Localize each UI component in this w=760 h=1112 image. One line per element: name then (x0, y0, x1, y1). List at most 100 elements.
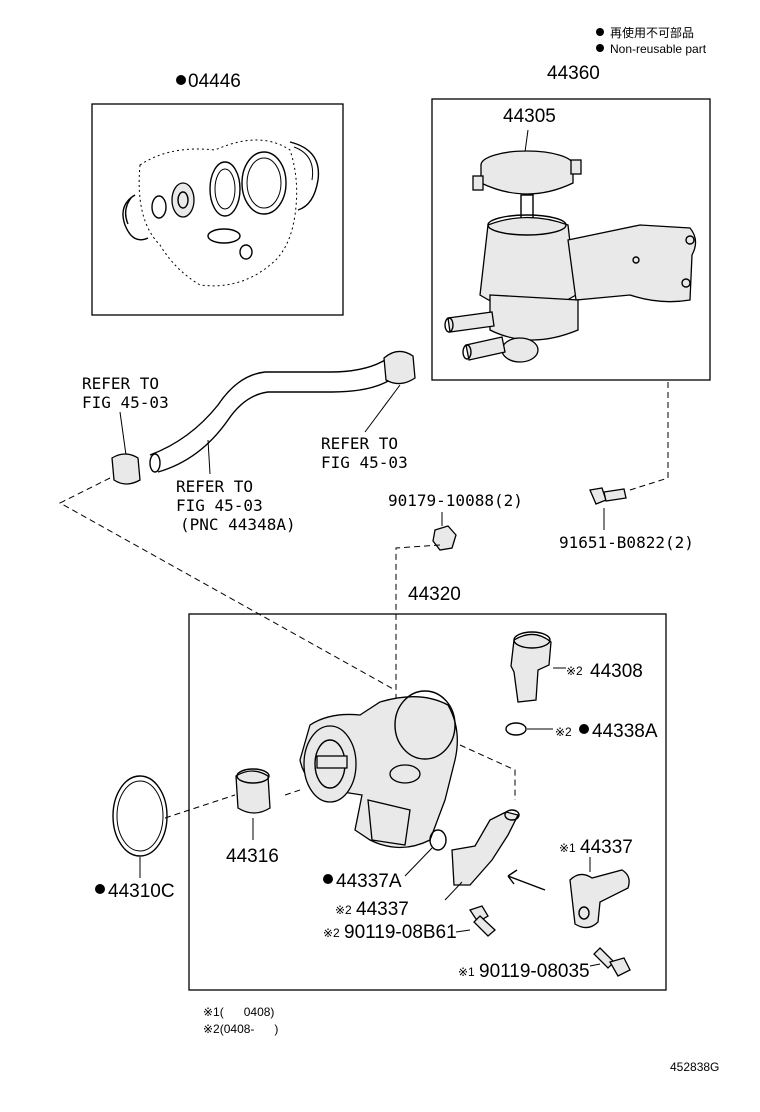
non-reusable-dot-icon (579, 724, 589, 734)
non-reusable-dot-icon (596, 28, 604, 36)
union-a-prefix: ※1 (559, 841, 576, 855)
bolt-b-prefix: ※2 (323, 926, 340, 940)
refer-left-leader (119, 411, 127, 456)
reservoir-bracket (567, 224, 697, 303)
tank-rim (487, 214, 567, 236)
part-label-44337-b[interactable]: 44337 (356, 899, 409, 920)
reservoir-box (431, 98, 711, 381)
union-pipe (451, 811, 519, 886)
refer-right-line1[interactable]: REFER TO (321, 434, 398, 453)
reservoir-outlet (501, 337, 539, 363)
bolt-b-shank (473, 915, 496, 937)
bracket-hole-icon (685, 235, 695, 245)
part-label-44337a[interactable]: 44337A (336, 871, 402, 892)
part-label-44338a[interactable]: 44338A (592, 721, 658, 742)
part-label-44310c[interactable]: 44310C (108, 881, 175, 902)
pump-port (389, 764, 421, 784)
reservoir-pipe-upper (447, 311, 495, 333)
dash-line-left (58, 477, 396, 691)
gasket-kit-group: 04446 (91, 71, 344, 316)
refer-mid-line1[interactable]: REFER TO (176, 477, 253, 496)
dash-line-valve (284, 789, 301, 796)
bolt-top-icon (589, 487, 607, 505)
non-reusable-dot-icon (95, 884, 105, 894)
oring2-leader (404, 847, 433, 877)
pump-box (188, 613, 667, 991)
reservoir-pipe-lower (465, 336, 506, 361)
oil-seal-inner (177, 191, 189, 209)
part-label-44316[interactable]: 44316 (226, 846, 279, 867)
small-oring (151, 195, 167, 219)
cap-tab-left (472, 175, 484, 191)
pump-mount-lug (367, 799, 411, 846)
bolt-a-prefix: ※1 (458, 965, 475, 979)
hose-end-left (149, 453, 161, 473)
oring-medium (209, 161, 241, 217)
part-label-90119-08b61[interactable]: 90119-08B61 (344, 922, 457, 943)
cap-tab-right (570, 159, 582, 175)
oil-seal (171, 182, 195, 218)
bolt-top-shank (603, 488, 627, 502)
pulley-nut-face (236, 768, 270, 784)
reservoir-cap-body (480, 165, 574, 195)
snap-ring-left (122, 194, 149, 241)
bolt-b-leader (455, 929, 471, 933)
return-hose (149, 359, 386, 456)
part-label-44360[interactable]: 44360 (547, 63, 600, 84)
union-b-leader (444, 881, 463, 901)
footnotes: ※1( 0408) ※2(0408- ) 452838G (203, 1005, 719, 1074)
refer-mid-line3[interactable]: (PNC 44348A) (180, 515, 296, 534)
bolt-a-head (609, 957, 631, 977)
refer-left-line2[interactable]: FIG 45-03 (82, 393, 169, 412)
union-fitting-hole (578, 906, 590, 920)
return-hose-outline (157, 379, 391, 473)
direction-arrow-icon (507, 869, 546, 891)
refer-right-line2[interactable]: FIG 45-03 (321, 453, 408, 472)
oring-large (241, 151, 287, 215)
reservoir-group: 44360 44305 (431, 63, 711, 381)
hose-group: REFER TO FIG 45-03 REFER TO FIG 45-03 RE… (82, 350, 416, 534)
dash-line-nut (395, 544, 441, 700)
kit-background-silhouette (138, 139, 298, 287)
oring-44338a (505, 722, 527, 736)
relief-valve-top (513, 631, 551, 649)
part-label-04446[interactable]: 04446 (188, 71, 241, 92)
part-label-90119-08035[interactable]: 90119-08035 (479, 961, 590, 982)
reservoir-base (489, 294, 579, 341)
pump-shaft (316, 755, 348, 769)
pump-rear-flange (394, 690, 456, 760)
snap-ring-right (289, 141, 320, 211)
oring-flat (207, 228, 241, 244)
oring-44337a (429, 829, 447, 851)
part-label-91651[interactable]: 91651-B0822(2) (559, 533, 694, 552)
snap-ring-left-inner (124, 197, 132, 225)
legend-en: Non-reusable part (610, 42, 707, 56)
pump-group: 44320 ※2 44308 ※2 44338A 44316 44310C (95, 584, 667, 991)
oring-medium-inner (214, 168, 236, 210)
part-label-90179[interactable]: 90179-10088(2) (388, 491, 523, 510)
refer-right-leader (364, 384, 401, 433)
refer-mid-line2[interactable]: FIG 45-03 (176, 496, 263, 515)
part-label-44308[interactable]: 44308 (590, 661, 643, 682)
non-reusable-dot-icon (176, 75, 186, 85)
dash-line-union (459, 744, 516, 800)
gasket-ring-inner (116, 780, 164, 852)
refer-left-line1[interactable]: REFER TO (82, 374, 159, 393)
hose-clamp-left (111, 453, 141, 485)
legend: 再使用不可部品 Non-reusable part (596, 25, 707, 56)
bolt-a-leader (589, 963, 601, 967)
part-label-44320[interactable]: 44320 (408, 584, 461, 605)
pipe-end-upper (444, 317, 454, 333)
bracket-hole-icon (681, 278, 691, 288)
snap-ring-right-inner (293, 146, 314, 181)
part-label-44337-a[interactable]: 44337 (580, 837, 633, 858)
part-label-44305[interactable]: 44305 (503, 106, 556, 127)
valve-prefix: ※2 (566, 664, 583, 678)
dash-line-reservoir (629, 382, 669, 491)
assembly-lines (58, 382, 669, 819)
union-b-prefix: ※2 (335, 903, 352, 917)
bracket-hole-icon (632, 256, 640, 264)
fasteners-top: 90179-10088(2) 91651-B0822(2) (388, 487, 694, 552)
oring-large-inner (246, 157, 282, 209)
